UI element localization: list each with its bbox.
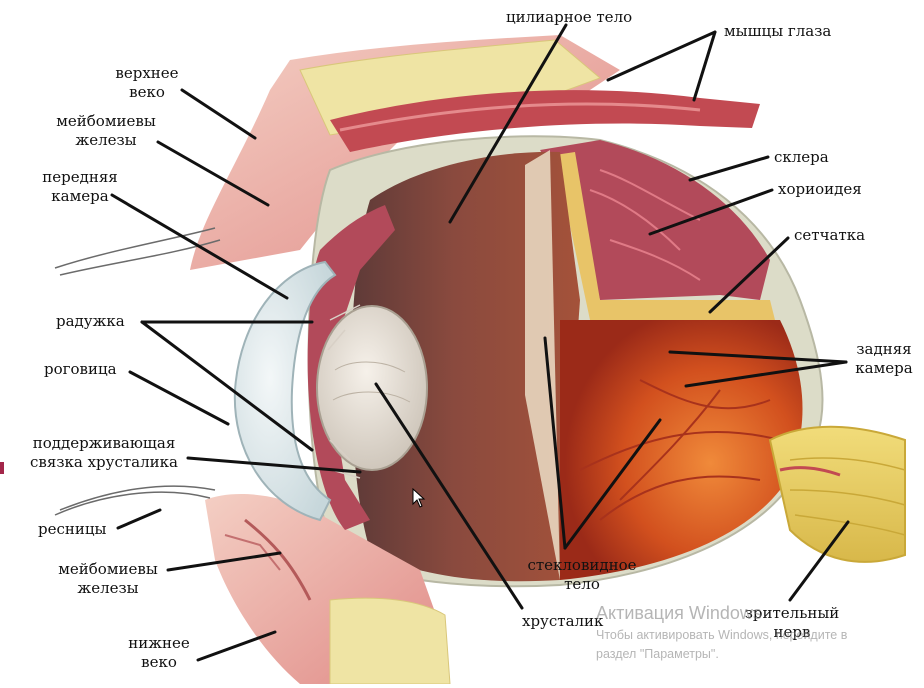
windows-activation-line2: раздел "Параметры".	[596, 647, 719, 661]
windows-activation-title: Активация Windows	[596, 603, 762, 624]
leader-lower-eyelid	[198, 632, 275, 660]
mouse-cursor-icon	[412, 488, 426, 508]
label-ciliary-body: цилиарное тело	[506, 8, 632, 27]
optic-nerve	[770, 427, 905, 562]
leader-sclera	[690, 157, 768, 180]
windows-activation-line1: Чтобы активировать Windows, перейдите в	[596, 628, 847, 642]
label-vitreous: стекловидное тело	[524, 556, 640, 594]
label-iris: радужка	[56, 312, 125, 331]
lens	[317, 306, 427, 470]
label-eye-muscles: мышцы глаза	[724, 22, 831, 41]
label-retina: сетчатка	[794, 226, 865, 245]
label-lower-eyelid: нижнее веко	[118, 634, 200, 672]
label-sclera: склера	[774, 148, 829, 167]
leader-upper-eyelid	[182, 90, 255, 138]
lower-eyelashes	[55, 486, 215, 515]
leader-cornea	[130, 372, 228, 424]
fundus	[560, 320, 803, 580]
left-edge-marker	[0, 462, 4, 474]
label-meibomian-upper: мейбомиевы железы	[46, 112, 166, 150]
label-upper-eyelid: верхнее веко	[112, 64, 182, 102]
leader-eye-muscles-2	[694, 32, 715, 100]
label-zonule: поддерживающая связка хрусталика	[8, 434, 200, 472]
label-eyelashes: ресницы	[38, 520, 106, 539]
label-posterior-chamber: задняя камера	[848, 340, 920, 378]
label-choroid: хориоидея	[778, 180, 862, 199]
leader-eyelashes	[118, 510, 160, 528]
label-anterior-chamber: передняя камера	[30, 168, 130, 206]
lower-orbital-fat	[330, 598, 450, 684]
label-meibomian-lower: мейбомиевы железы	[48, 560, 168, 598]
label-lens: хрусталик	[522, 612, 603, 631]
leader-eye-muscles-1	[608, 32, 715, 80]
label-cornea: роговица	[44, 360, 117, 379]
